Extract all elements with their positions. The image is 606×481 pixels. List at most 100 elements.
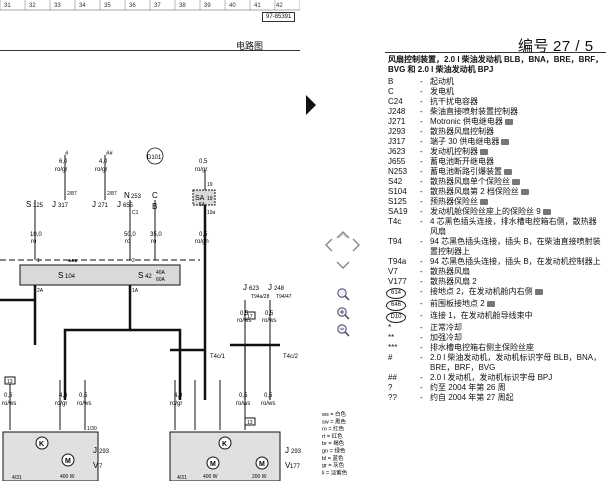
pin-label: 2/87 <box>67 191 77 197</box>
ruler-number: 41 <box>254 3 261 9</box>
motor-power: 200 W <box>252 474 267 480</box>
legend-dash: - <box>420 137 423 146</box>
wire-size: 0,5 <box>79 393 88 399</box>
legend-description: 柴油直接喷射装置控制器 <box>430 107 518 116</box>
reference-box: 13 <box>7 379 13 385</box>
legend-item: T4c-4 芯黑色插头连接，排水槽电控箱右侧，散热器风扇 <box>388 217 604 237</box>
color-code-entry: rt = 红色 <box>322 432 343 440</box>
legend-item: S104-散热器风扇第 2 档保险丝 <box>388 187 604 197</box>
camera-icon[interactable] <box>486 300 495 307</box>
v7-number: 7 <box>99 464 103 470</box>
s125-label: S <box>26 200 31 209</box>
arrow-up-icon[interactable] <box>336 226 350 244</box>
wire-size: 0,5 <box>199 232 208 238</box>
camera-icon[interactable] <box>480 148 488 155</box>
legend-description: 蓄电池断开继电器 <box>430 157 494 166</box>
legend-code: V7 <box>388 267 398 276</box>
legend-description: 散热器风扇 2 <box>430 277 477 286</box>
camera-icon[interactable] <box>504 168 512 175</box>
header-rule <box>0 50 300 51</box>
legend-dash: - <box>420 117 423 126</box>
triangle-right-icon[interactable] <box>305 94 317 121</box>
legend-dash: - <box>420 277 423 286</box>
v177-number: 177 <box>290 464 301 470</box>
zoom-reset-icon[interactable] <box>336 287 350 306</box>
camera-icon[interactable] <box>542 208 551 215</box>
n253-number: 253 <box>131 194 142 200</box>
j623-label: J <box>243 283 247 292</box>
document-number-label: 编号 <box>518 38 550 55</box>
legend-dash: - <box>420 393 423 402</box>
wire-color: ro/ws <box>237 318 251 324</box>
legend-dash: - <box>420 197 423 206</box>
arrow-left-icon[interactable] <box>324 238 333 257</box>
svg-text:K: K <box>39 441 44 448</box>
legend-description: 加强冷却 <box>430 333 462 342</box>
legend-dash: - <box>420 147 423 156</box>
ruler-number: 35 <box>104 3 111 9</box>
color-code-entry: gn = 绿色 <box>322 447 346 455</box>
camera-icon[interactable] <box>534 288 543 295</box>
wire-size: 0,5 <box>264 393 273 399</box>
wire-size: 6,0 <box>59 159 68 165</box>
legend-item: N253-蓄电池断路引爆装置 <box>388 167 604 177</box>
j271-number: 271 <box>98 203 109 209</box>
zoom-out-icon[interactable] <box>336 323 350 342</box>
reference-box: 13 <box>247 420 253 426</box>
legend-code: T4c <box>388 217 402 226</box>
arrow-down-icon[interactable] <box>336 257 350 275</box>
v177-label: V <box>285 461 291 470</box>
pin-label: 2/87 <box>107 191 117 197</box>
fan-motor-v7: K M <box>35 436 75 467</box>
legend-code: J317 <box>388 137 406 146</box>
ruler-number: 33 <box>54 3 61 9</box>
camera-icon[interactable] <box>520 188 529 195</box>
legend-code: V177 <box>388 277 407 286</box>
j293-number: 293 <box>291 449 302 455</box>
legend-description: 散热器风扇单个保险丝 <box>430 177 604 187</box>
wire-color: ro/gr <box>95 167 107 173</box>
legend-item: V177 -散热器风扇 2 <box>388 277 604 287</box>
legend-code: ** <box>388 333 395 342</box>
camera-icon[interactable] <box>480 198 488 205</box>
arrow-right-icon[interactable] <box>352 238 361 257</box>
zoom-in-icon[interactable] <box>336 306 350 325</box>
legend-code: 614 <box>386 287 420 299</box>
wire-color: ro <box>151 239 157 245</box>
ruler-number: 37 <box>154 3 161 9</box>
legend-description: 连接 1，在发动机舱导线束中 <box>430 311 533 320</box>
legend-description: 发动机舱保险丝座上的保险丝 9 <box>430 207 604 217</box>
legend-description: Motronic 供电继电器 <box>430 117 604 127</box>
sa19-label: SA <box>195 195 205 202</box>
legend-description: 发动机控制器 <box>430 147 604 157</box>
legend-description: 排水槽电控箱右侧主保险丝座 <box>430 343 534 352</box>
wire-color: ro/gn <box>195 239 209 245</box>
legend-description: 散热器风扇第 2 档保险丝 <box>430 187 604 197</box>
legend-dash: - <box>420 311 423 320</box>
legend-dash: - <box>420 353 423 362</box>
legend-item: C-发电机 <box>388 87 604 97</box>
camera-icon[interactable] <box>504 118 513 125</box>
page-title: 电路图 <box>236 41 264 51</box>
legend-item: J317-端子 30 供电继电器 <box>388 137 604 147</box>
camera-icon[interactable] <box>501 138 510 145</box>
wire-size: 0,5 <box>240 311 249 317</box>
camera-icon[interactable] <box>512 178 520 185</box>
j623-number: 623 <box>249 286 260 292</box>
legend-item: D10-连接 1，在发动机舱导线束中 <box>386 311 604 323</box>
wire-color: ro/ws <box>77 401 91 407</box>
legend-dash: - <box>420 177 423 186</box>
color-code-entry: br = 褐色 <box>322 439 345 447</box>
legend-description: 正常冷却 <box>430 323 462 332</box>
ground-point-icon: 646 <box>386 300 406 311</box>
wire-color: ro/ws <box>2 401 16 407</box>
legend-item: **-加强冷却 <box>388 333 604 343</box>
ruler-number: 32 <box>29 3 36 9</box>
j293-number: 293 <box>99 449 110 455</box>
color-code-entry: ws = 白色 <box>321 410 346 418</box>
legend-code: N253 <box>388 167 408 176</box>
pin-label: 4/31 <box>177 475 187 481</box>
legend-code: S104 <box>388 187 407 196</box>
wire-size: 4,0 <box>99 159 108 165</box>
